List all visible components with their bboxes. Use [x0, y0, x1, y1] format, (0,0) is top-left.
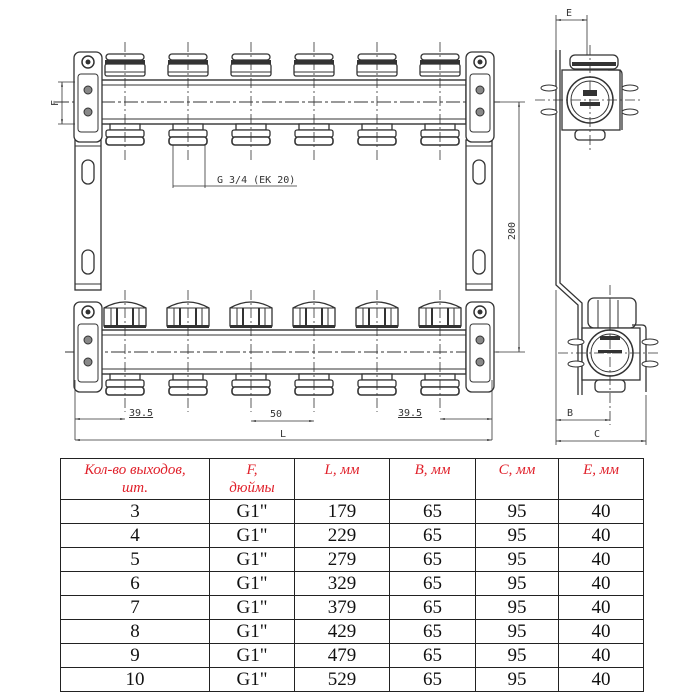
cell-b: 65: [389, 571, 476, 596]
cell-c: 95: [475, 667, 559, 692]
cell-f: G1": [209, 619, 295, 644]
cell-f: G1": [209, 499, 295, 524]
cell-b: 65: [389, 595, 476, 620]
cell-outlets: 4: [60, 523, 210, 548]
cell-c: 95: [475, 619, 559, 644]
cell-e: 40: [558, 667, 644, 692]
cell-f: G1": [209, 571, 295, 596]
cell-outlets: 8: [60, 619, 210, 644]
cell-l: 379: [294, 595, 390, 620]
dim-c-label: C: [594, 429, 600, 440]
cell-e: 40: [558, 547, 644, 572]
cell-l: 279: [294, 547, 390, 572]
dimensions-table: Кол-во выходов,шт. F,дюймы L, мм B, мм C…: [60, 458, 644, 692]
dim-height-label: 200: [507, 222, 518, 240]
cell-outlets: 9: [60, 643, 210, 668]
cell-f: G1": [209, 595, 295, 620]
header-e-mm: E, мм: [558, 458, 644, 500]
cell-b: 65: [389, 547, 476, 572]
dim-left-offset-label: 39.5: [129, 408, 153, 419]
dim-right-offset-label: 39.5: [398, 408, 422, 419]
manifold-technical-drawing: F G 3/4 (EK 20) 200 39.5 50 39.5 L: [50, 8, 660, 445]
cell-l: 479: [294, 643, 390, 668]
cell-f: G1": [209, 667, 295, 692]
cell-f: G1": [209, 643, 295, 668]
cell-e: 40: [558, 499, 644, 524]
cell-c: 95: [475, 499, 559, 524]
cell-e: 40: [558, 523, 644, 548]
side-view: E B C: [535, 8, 660, 445]
cell-b: 65: [389, 499, 476, 524]
cell-c: 95: [475, 547, 559, 572]
cell-outlets: 3: [60, 499, 210, 524]
dim-e-label: E: [566, 8, 572, 19]
cell-l: 329: [294, 571, 390, 596]
header-b-mm: B, мм: [389, 458, 476, 500]
dim-f-label: F: [50, 100, 61, 106]
cell-outlets: 6: [60, 571, 210, 596]
header-f-inches: F,дюймы: [209, 458, 295, 500]
cell-f: G1": [209, 547, 295, 572]
cell-f: G1": [209, 523, 295, 548]
cell-c: 95: [475, 571, 559, 596]
cell-e: 40: [558, 619, 644, 644]
cell-c: 95: [475, 595, 559, 620]
cell-b: 65: [389, 619, 476, 644]
cell-l: 179: [294, 499, 390, 524]
cell-l: 529: [294, 667, 390, 692]
cell-outlets: 5: [60, 547, 210, 572]
dim-pitch-label: 50: [270, 409, 282, 420]
header-c-mm: C, мм: [475, 458, 559, 500]
dim-b-label: B: [567, 408, 573, 419]
cell-e: 40: [558, 571, 644, 596]
front-view: F G 3/4 (EK 20) 200 39.5 50 39.5 L: [50, 42, 525, 441]
thread-size-label: G 3/4 (EK 20): [217, 175, 295, 186]
cell-c: 95: [475, 523, 559, 548]
dim-length-label: L: [280, 429, 286, 440]
cell-l: 429: [294, 619, 390, 644]
cell-b: 65: [389, 667, 476, 692]
header-outlet-count: Кол-во выходов,шт.: [60, 458, 210, 500]
cell-outlets: 7: [60, 595, 210, 620]
cell-c: 95: [475, 643, 559, 668]
cell-l: 229: [294, 523, 390, 548]
table-header-row: Кол-во выходов,шт. F,дюймы L, мм B, мм C…: [60, 458, 644, 500]
header-l-mm: L, мм: [294, 458, 390, 500]
cell-b: 65: [389, 643, 476, 668]
cell-b: 65: [389, 523, 476, 548]
cell-e: 40: [558, 643, 644, 668]
cell-outlets: 10: [60, 667, 210, 692]
cell-e: 40: [558, 595, 644, 620]
